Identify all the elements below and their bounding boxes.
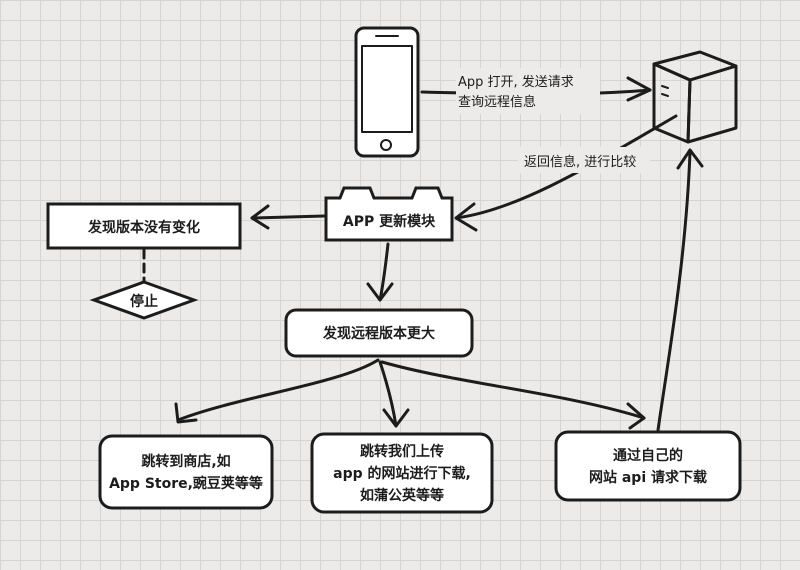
remote-bigger-label: 发现远程版本更大 (322, 325, 435, 342)
no-change-label: 发现版本没有变化 (87, 219, 200, 236)
store-node (98, 434, 274, 510)
no-change-arrow (250, 204, 326, 230)
remote-bigger-node (284, 308, 474, 358)
server-icon (652, 50, 738, 144)
stop-node (89, 280, 199, 320)
stop-label: 停止 (130, 293, 158, 310)
update-module-node (324, 186, 454, 242)
request-label-line2: 查询远程信息 (458, 94, 536, 110)
api-to-server-arrow (656, 148, 704, 432)
branch-api-arrow (380, 360, 646, 430)
site-label-line1: 跳转我们上传 (360, 443, 444, 460)
request-label-line1: App 打开, 发送请求 (458, 74, 574, 90)
site-node (310, 432, 494, 514)
response-label-bg (518, 147, 650, 173)
store-label-line2: App Store,豌豆荚等等 (109, 475, 263, 492)
api-node (554, 430, 742, 502)
request-label-bg (456, 68, 600, 114)
branch-store-arrow (174, 358, 380, 424)
remote-arrow (366, 242, 394, 302)
no-change-node (46, 202, 242, 250)
site-label-line2: app 的网站进行下载, (333, 465, 471, 482)
update-module-label: APP 更新模块 (343, 213, 436, 230)
site-label-line3: 如蒲公英等等 (360, 487, 444, 504)
phone-icon (354, 26, 420, 158)
store-label-line1: 跳转到商店,如 (141, 453, 230, 470)
response-label: 返回信息, 进行比较 (524, 154, 636, 170)
branch-site-arrow (378, 360, 410, 428)
api-label-line1: 通过自己的 (613, 447, 683, 464)
response-arrow (454, 114, 678, 232)
api-label-line2: 网站 api 请求下载 (589, 469, 707, 486)
